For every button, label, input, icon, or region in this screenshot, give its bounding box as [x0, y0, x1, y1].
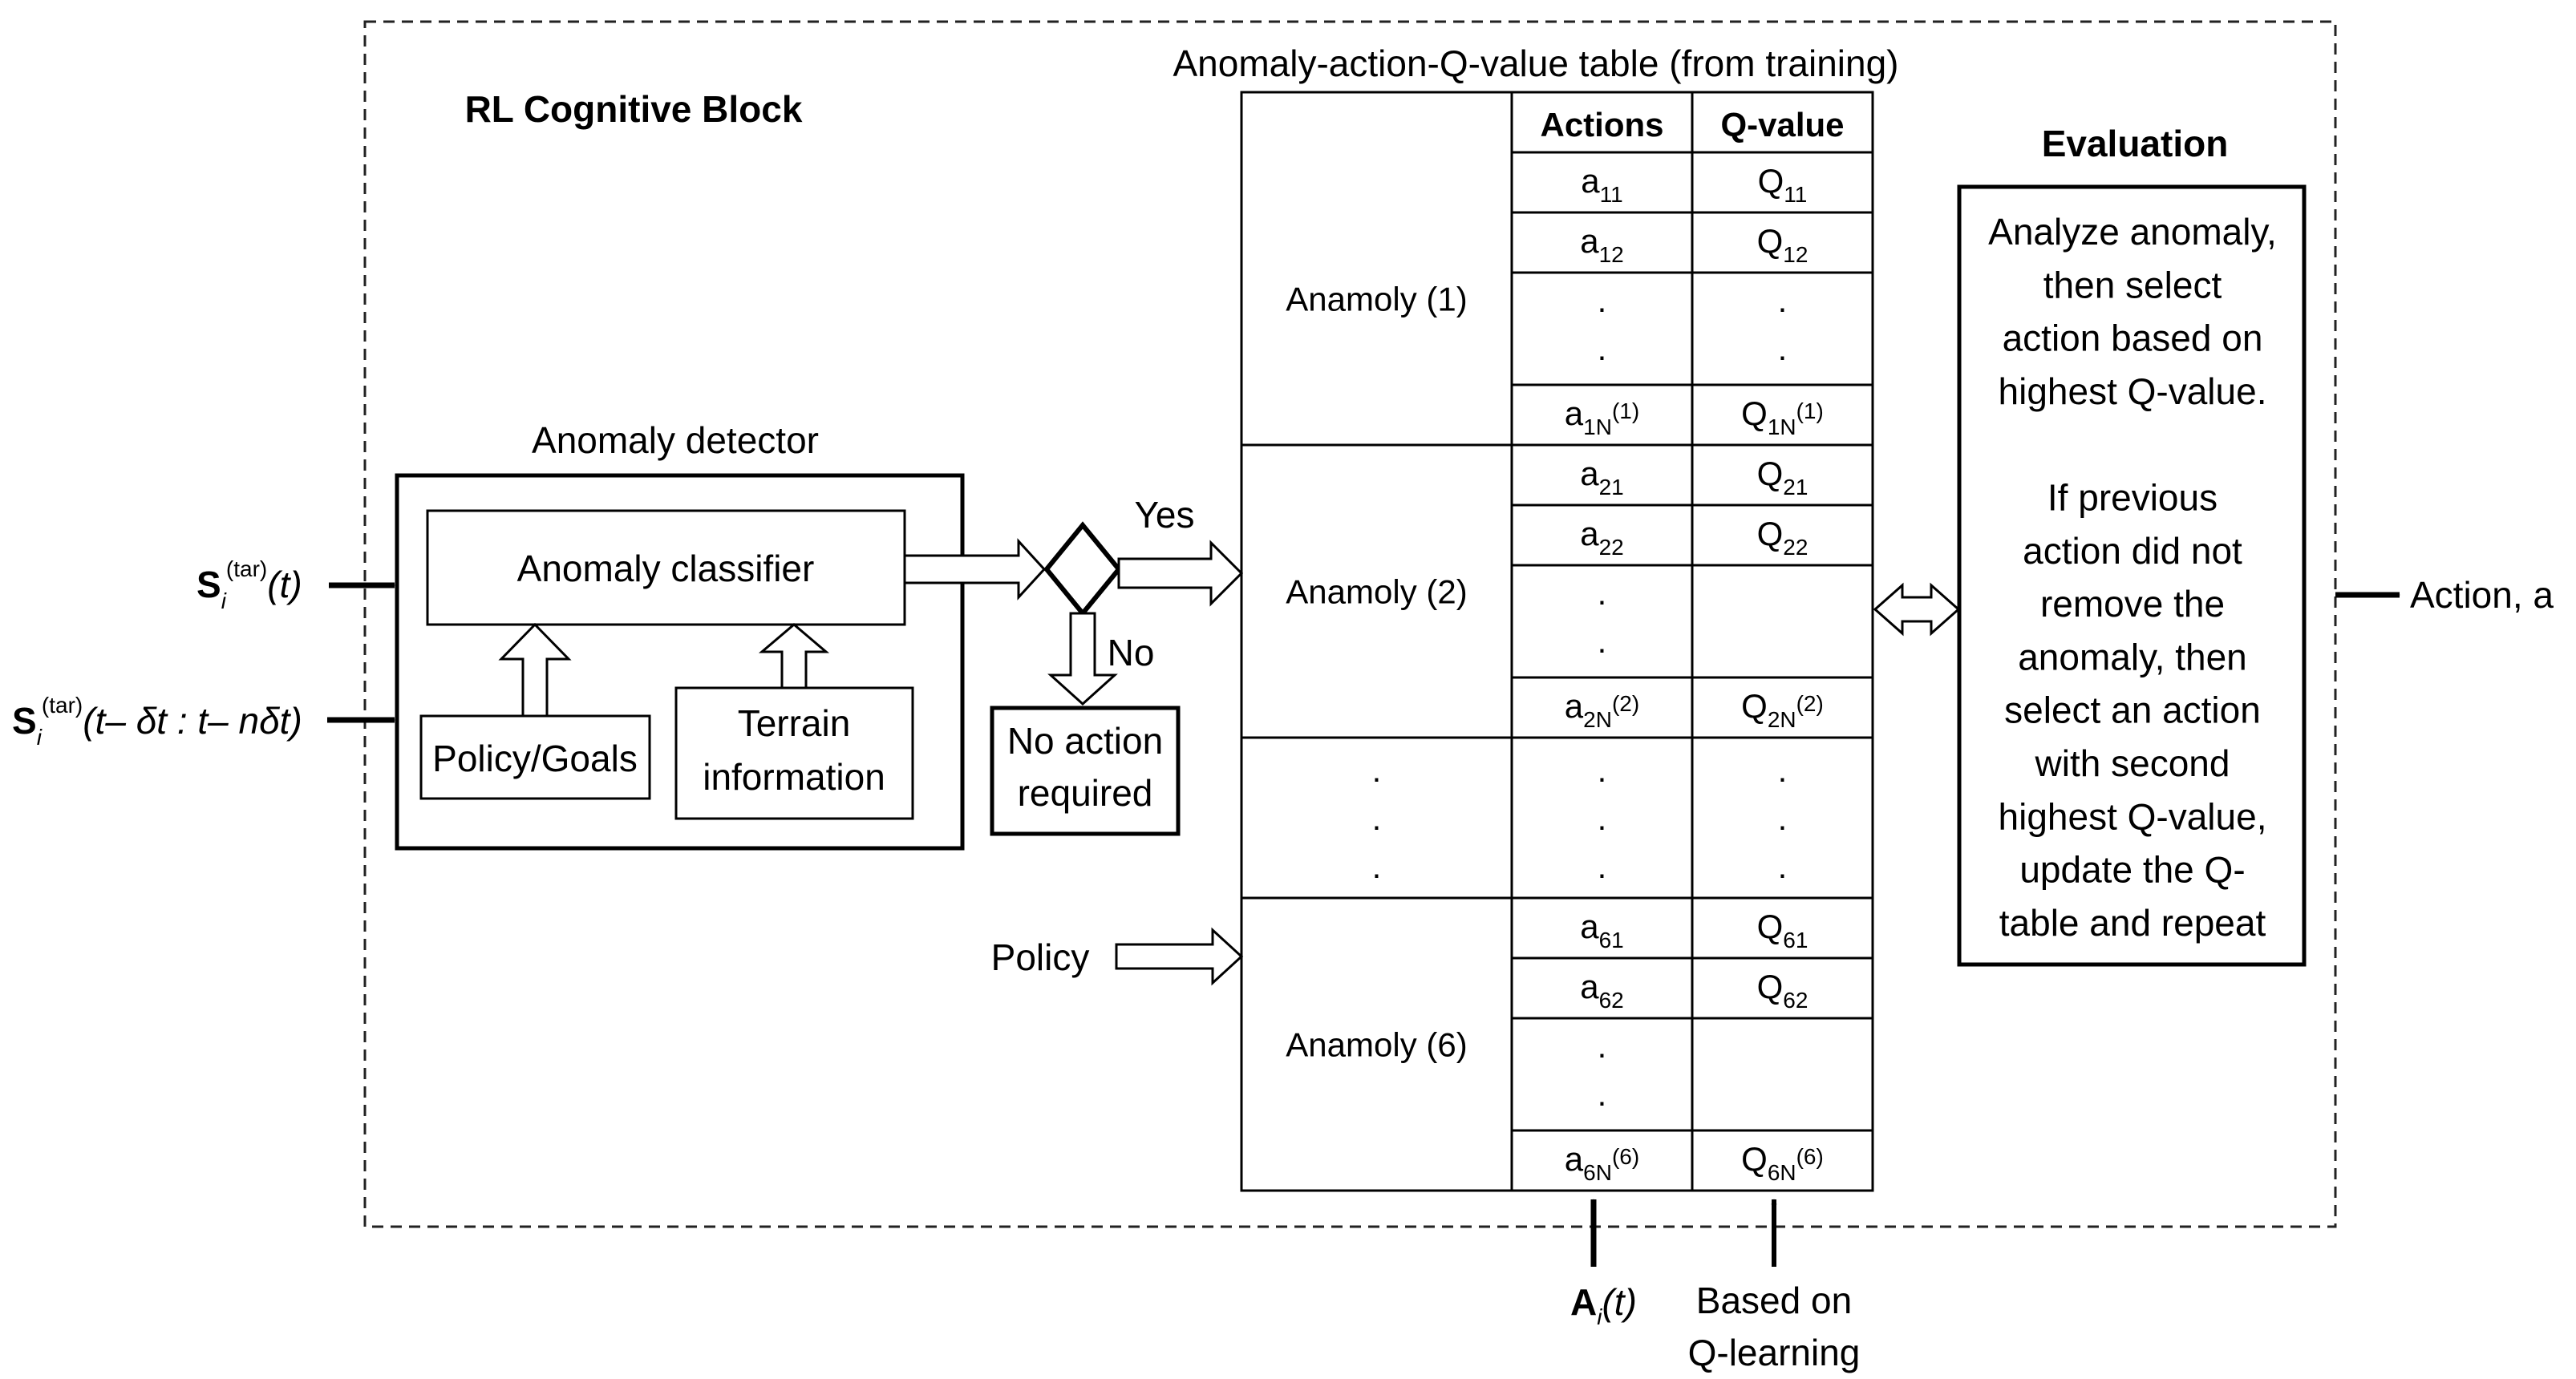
table-ellipsis-dot: .: [1778, 799, 1788, 837]
table-ellipsis-dot: .: [1598, 330, 1607, 367]
table-ellipsis-dot: .: [1778, 330, 1788, 367]
action-cell: a2N(2): [1565, 687, 1639, 732]
table-title: Anomaly-action-Q-value table (from train…: [1173, 42, 1898, 84]
table-ellipsis-dot: .: [1598, 622, 1607, 660]
evaluation-line: highest Q-value.: [1999, 370, 2267, 412]
evaluation-line: If previous: [2047, 477, 2218, 519]
input-state-history: Si(tar)(t– δt : t– nδt): [12, 693, 302, 750]
output-action-label: Action, a: [2410, 574, 2554, 616]
table-ellipsis-dot: .: [1598, 751, 1607, 789]
action-cell: a61: [1580, 908, 1624, 952]
evaluation-line: with second: [2035, 742, 2230, 784]
table-ellipsis-dot: .: [1598, 847, 1607, 885]
policy-goals-label: Policy/Goals: [432, 738, 638, 779]
table-ellipsis-dot: .: [1778, 847, 1788, 885]
q-value-cell: Q1N(1): [1741, 394, 1824, 439]
decision-diamond: [1043, 521, 1122, 617]
q-value-cell: Q2N(2): [1741, 687, 1824, 732]
evaluation-title: Evaluation: [2042, 123, 2229, 164]
evaluation-line: update the Q-: [2019, 849, 2245, 891]
q-value-cell: Q12: [1757, 222, 1808, 267]
rl-block-boundary: [363, 20, 2337, 1228]
q-value-cell: Q22: [1757, 515, 1808, 560]
no-action-label-1: No action: [1007, 720, 1163, 762]
anomaly-detector-box: [395, 473, 965, 851]
evaluation-line: remove the: [2040, 583, 2225, 625]
table-ellipsis-dot: .: [1372, 799, 1382, 837]
q-learning-label-1: Based on: [1696, 1280, 1852, 1321]
evaluation-line: anomaly, then: [2018, 636, 2247, 677]
evaluation-line: Analyze anomaly,: [1988, 211, 2277, 253]
action-cell: a1N(1): [1565, 394, 1639, 439]
decision-yes-label: Yes: [1134, 494, 1194, 536]
rl-block-title: RL Cognitive Block: [465, 88, 803, 130]
arrow-table-evaluation: [1873, 582, 1961, 637]
table-ellipsis-dot: .: [1598, 281, 1607, 319]
table-ellipsis-dot: .: [1778, 281, 1788, 319]
action-cell: a21: [1580, 455, 1624, 499]
table-ellipsis-dot: .: [1778, 751, 1788, 789]
table-ellipsis-dot: .: [1598, 574, 1607, 612]
evaluation-text: Analyze anomaly, then select action based …: [1988, 211, 2277, 944]
table-ellipsis-dot: .: [1372, 847, 1382, 885]
evaluation-box: [1957, 184, 2307, 967]
action-cell: a12: [1580, 222, 1624, 267]
arrow-terrain-to-classifier: [758, 623, 830, 690]
arrow-policy-to-classifier: [498, 622, 572, 718]
decision-no-label: No: [1108, 632, 1155, 673]
action-cell: a6N(6): [1565, 1140, 1639, 1185]
arrow-policy-to-table: [1115, 927, 1244, 986]
table-ellipsis-dot: .: [1598, 1075, 1607, 1113]
anomaly-group-label: Anamoly (2): [1286, 573, 1467, 611]
arrow-classifier-to-decision: [903, 538, 1047, 601]
policy-input-label: Policy: [991, 936, 1090, 978]
arrow-no-to-no-action: [1047, 612, 1118, 706]
action-input-label: Ai(t): [1570, 1281, 1637, 1329]
table-ellipsis-dot: .: [1372, 751, 1382, 789]
anomaly-group-label: Anamoly (6): [1286, 1026, 1467, 1064]
terrain-info-label-2: information: [703, 756, 885, 798]
q-learning-label-2: Q-learning: [1688, 1332, 1861, 1373]
table-ellipsis-dot: .: [1598, 1027, 1607, 1065]
q-value-cell: Q62: [1757, 968, 1808, 1013]
action-cell: a22: [1580, 515, 1624, 560]
table-header-cell: Actions: [1540, 106, 1663, 144]
table-ellipsis-dot: .: [1598, 799, 1607, 837]
input-state-current: Si(tar)(t): [196, 556, 302, 613]
evaluation-line: select an action: [2004, 690, 2261, 731]
no-action-label-2: required: [1018, 772, 1153, 814]
action-cell: a11: [1581, 162, 1622, 207]
evaluation-line: highest Q-value,: [1999, 795, 2267, 837]
no-action-box: [990, 706, 1181, 836]
q-value-cell: Q21: [1757, 455, 1808, 499]
q-value-cell: Q61: [1757, 908, 1808, 952]
terrain-info-label-1: Terrain: [738, 702, 851, 744]
evaluation-line: action did not: [2023, 530, 2242, 572]
anomaly-classifier-label: Anomaly classifier: [517, 548, 815, 589]
q-value-cell: Q11: [1758, 162, 1808, 207]
table-header-cell: Q-value: [1720, 106, 1844, 144]
anomaly-group-label: Anamoly (1): [1286, 281, 1467, 318]
action-cell: a62: [1580, 968, 1624, 1013]
arrow-yes-to-table: [1117, 540, 1244, 607]
evaluation-line: action based on: [2003, 317, 2263, 359]
evaluation-line: then select: [2043, 264, 2222, 305]
q-value-cell: Q6N(6): [1741, 1140, 1824, 1185]
anomaly-detector-title: Anomaly detector: [532, 419, 819, 461]
evaluation-line: table and repeat: [1999, 902, 2266, 944]
table-outline: [1240, 91, 1874, 1192]
